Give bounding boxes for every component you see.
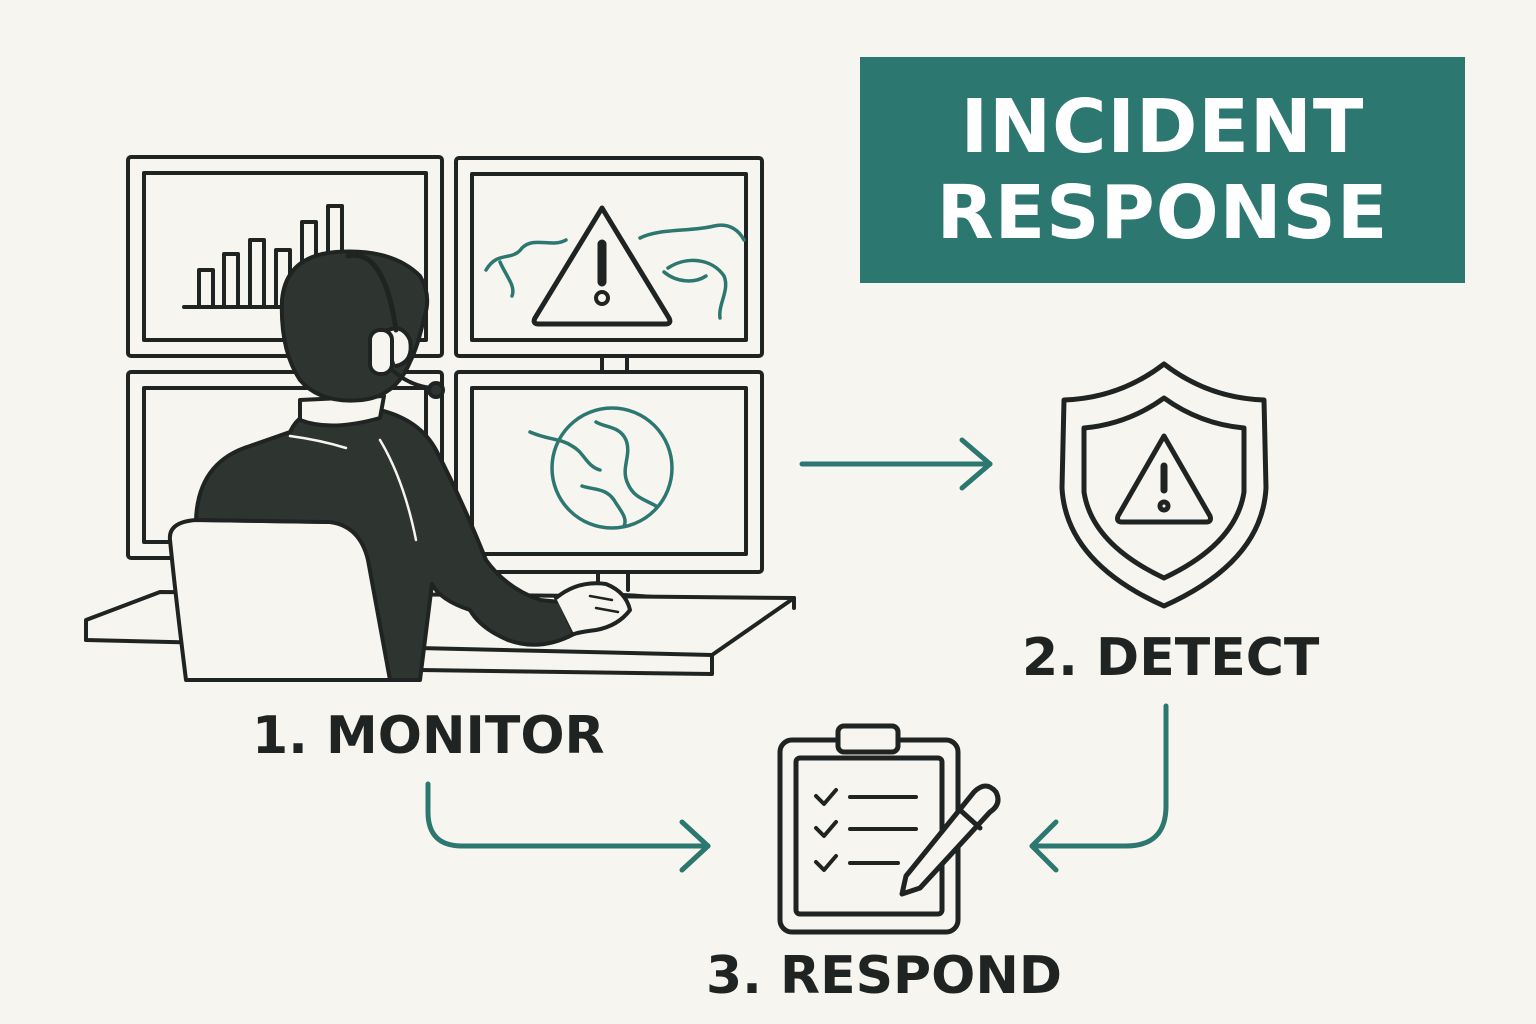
shield-warning-icon [1059, 361, 1269, 609]
clipboard-checklist-icon [777, 723, 1001, 935]
flow-arrows [425, 437, 1169, 873]
title-line-1: INCIDENT [960, 84, 1365, 170]
arrow-detect-to-respond [1029, 703, 1169, 873]
monitor-globe-screen [454, 370, 764, 610]
checklist-items [814, 788, 918, 872]
title-line-2: RESPONSE [936, 170, 1389, 256]
security-analyst-figure [194, 249, 632, 682]
warning-triangle-icon [531, 205, 673, 327]
shield-warning-triangle [1115, 433, 1213, 525]
globe-icon [528, 406, 674, 530]
pencil-icon [899, 783, 1001, 897]
step-label-monitor: 1. MONITOR [252, 706, 605, 766]
monitor-alert-map-screen [454, 156, 764, 374]
analyst-at-monitors-icon [84, 155, 796, 682]
step-label-respond: 3. RESPOND [706, 946, 1063, 1006]
arrow-monitor-to-respond [425, 781, 711, 873]
title-banner: INCIDENT RESPONSE [860, 57, 1465, 283]
world-map-icon [484, 223, 746, 320]
arrow-monitor-to-detect [799, 437, 993, 491]
step-label-detect: 2. DETECT [1022, 628, 1320, 688]
